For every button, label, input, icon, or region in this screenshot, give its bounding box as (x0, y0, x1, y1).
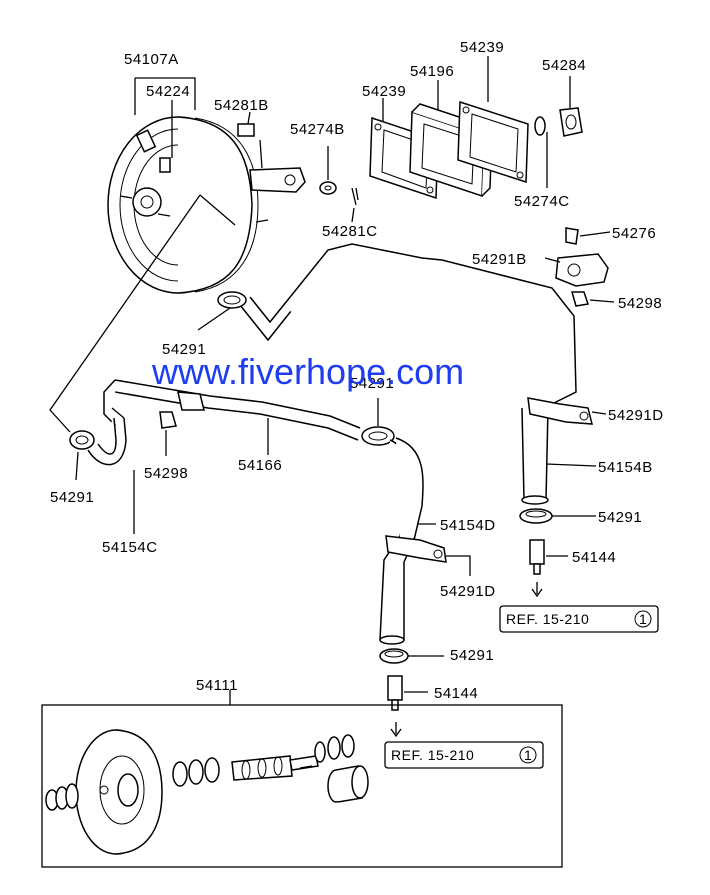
label-clip-upper-left: 54291 (162, 341, 206, 358)
label-fitting-center: 54144 (434, 685, 478, 702)
cotter-pin (351, 187, 359, 206)
pipe (103, 379, 361, 441)
label-bolt-right: 54276 (612, 225, 656, 242)
label-clamp-b: 54291B (472, 251, 527, 268)
clip-upper-left (217, 291, 247, 309)
label-gasket-left: 54239 (362, 83, 406, 100)
pipe-clip (177, 391, 205, 411)
pin-leader (247, 111, 251, 125)
label-fitting-right: 54144 (572, 549, 616, 566)
label-clamp-d-center: 54291D (440, 583, 496, 600)
label-clip-center-lower: 54291 (450, 647, 494, 664)
label-pin-top: 54281B (214, 97, 269, 114)
left-hose-leader (49, 194, 236, 433)
fitting-right (529, 539, 545, 575)
label-master-cylinder-kit: 54111 (196, 677, 238, 694)
label-clip-mid: 54291 (350, 375, 394, 392)
clip-center-lower (379, 648, 409, 664)
arrow-down-icon (390, 722, 402, 738)
booster-leader (134, 77, 196, 115)
vacuum-hose-upper (239, 243, 577, 405)
label-pipe: 54166 (238, 457, 282, 474)
ref-box-upper[interactable]: REF. 15-210 1 (499, 605, 659, 633)
label-clip-left: 54291 (50, 489, 94, 506)
label-washer-c: 54274C (514, 193, 570, 210)
clamp-d-right (527, 397, 593, 425)
label-hose-c: 54154C (102, 539, 158, 556)
label-bolt-left: 54298 (144, 465, 188, 482)
hose-c (87, 417, 127, 466)
pin-leader-2 (259, 139, 263, 169)
label-nut: 54284 (542, 57, 586, 74)
bolt-left (159, 411, 177, 429)
label-clamp-d-right: 54291D (608, 407, 664, 424)
clip-left (69, 430, 95, 450)
clip-mid (361, 426, 395, 446)
label-check-valve: 54224 (146, 83, 190, 100)
hose-b (521, 407, 549, 505)
label-pin-c: 54281C (322, 223, 378, 240)
label-hose-b: 54154B (598, 459, 653, 476)
ref-lower-circle-number: 1 (524, 747, 532, 763)
label-gasket-right: 54239 (460, 39, 504, 56)
label-spacer: 54196 (410, 63, 454, 80)
label-booster-assembly: 54107A (124, 51, 179, 68)
master-cylinder-kit (45, 729, 369, 855)
clip-right-lower (519, 508, 553, 524)
ref-box-lower[interactable]: REF. 15-210 1 (384, 741, 544, 769)
washer-b (319, 181, 337, 195)
clamp-b (555, 253, 609, 287)
arrow-down-icon (531, 582, 543, 598)
ref-upper-circle-number: 1 (639, 611, 647, 627)
nut (559, 107, 583, 137)
gasket-leaders (327, 56, 571, 223)
clamp-d-center (385, 535, 447, 563)
brake-booster (107, 116, 306, 294)
label-washer-b: 54274B (290, 121, 345, 138)
ref-upper-text: REF. 15-210 (506, 611, 589, 627)
bolt-right (565, 227, 579, 245)
label-hose-d: 54154D (440, 517, 496, 534)
label-clip-right-lower: 54291 (598, 509, 642, 526)
watermark-text: www.fiverhope.com (151, 351, 464, 392)
ref-lower-text: REF. 15-210 (391, 747, 474, 763)
master-cylinder-kit-box (41, 704, 563, 868)
gasket-right (457, 100, 529, 184)
bolt-right-lower (571, 291, 589, 307)
washer-c (534, 116, 546, 136)
label-bolt-right-lower: 54298 (618, 295, 662, 312)
